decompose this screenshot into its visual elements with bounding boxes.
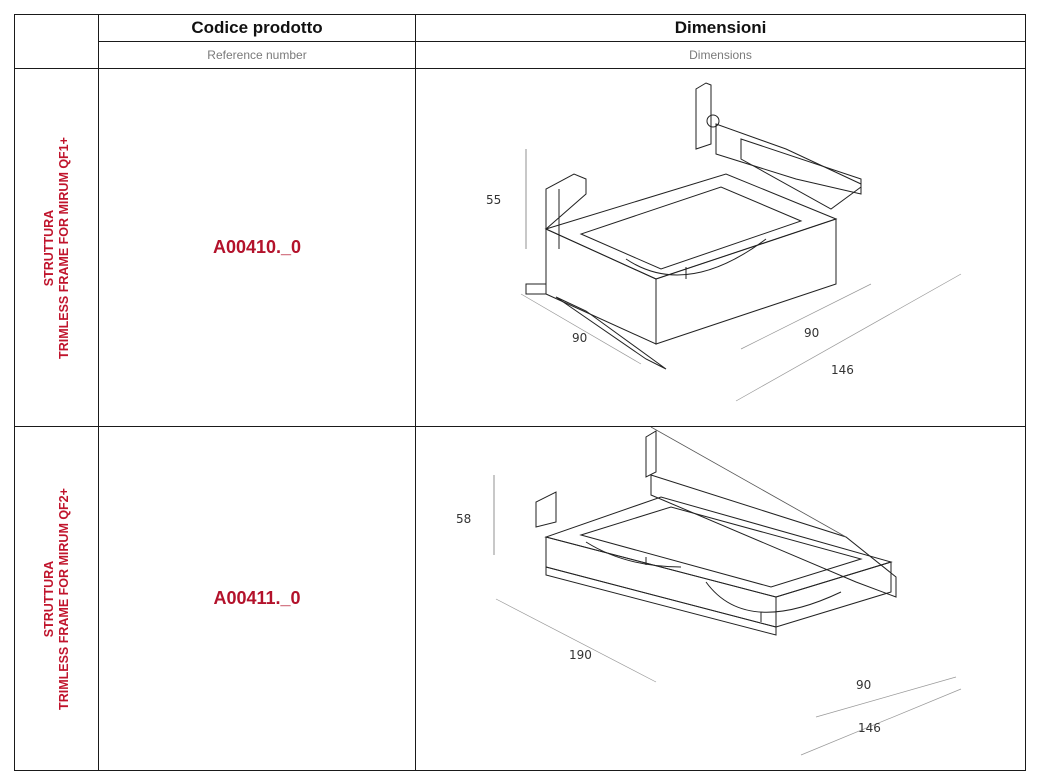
dim-depth: 90 bbox=[804, 326, 819, 340]
subheader-dimensions: Dimensions bbox=[415, 41, 1026, 69]
product-spec-table: Codice prodotto Dimensioni Reference num… bbox=[14, 14, 1026, 771]
category-line2: TRIMLESS FRAME FOR MIRUM QF2+ bbox=[56, 487, 71, 710]
dim-width: 190 bbox=[569, 648, 592, 662]
category-label: STRUTTURA TRIMLESS FRAME FOR MIRUM QF2+ bbox=[42, 488, 72, 710]
product-row: STRUTTURA TRIMLESS FRAME FOR MIRUM QF2+ … bbox=[14, 426, 1026, 771]
frame-drawing-qf1: 55 90 90 146 bbox=[486, 82, 962, 402]
category-line1: STRUTTURA bbox=[41, 560, 56, 637]
product-code: A00411._0 bbox=[98, 426, 416, 771]
dim-overall: 146 bbox=[831, 363, 854, 377]
dim-height: 58 bbox=[456, 512, 471, 526]
category-label: STRUTTURA TRIMLESS FRAME FOR MIRUM QF1+ bbox=[42, 137, 72, 359]
product-row: STRUTTURA TRIMLESS FRAME FOR MIRUM QF1+ … bbox=[14, 68, 1026, 427]
category-line1: STRUTTURA bbox=[41, 209, 56, 286]
frame-drawing-qf2: 58 190 90 146 bbox=[456, 427, 962, 756]
dimension-drawing-cell: 58 190 90 146 bbox=[415, 426, 1026, 771]
category-line2: TRIMLESS FRAME FOR MIRUM QF1+ bbox=[56, 136, 71, 359]
dimension-drawing-cell: 55 90 90 146 bbox=[415, 68, 1026, 427]
category-cell: STRUTTURA TRIMLESS FRAME FOR MIRUM QF2+ bbox=[14, 426, 99, 771]
header-code: Codice prodotto bbox=[98, 14, 416, 42]
product-code: A00410._0 bbox=[98, 68, 416, 427]
dim-overall: 146 bbox=[858, 721, 881, 735]
corner-cell bbox=[14, 14, 99, 69]
header-dimensions: Dimensioni bbox=[415, 14, 1026, 42]
category-cell: STRUTTURA TRIMLESS FRAME FOR MIRUM QF1+ bbox=[14, 68, 99, 427]
dim-depth: 90 bbox=[856, 678, 871, 692]
dim-width: 90 bbox=[572, 331, 587, 345]
subheader-code: Reference number bbox=[98, 41, 416, 69]
dim-height: 55 bbox=[486, 193, 501, 207]
